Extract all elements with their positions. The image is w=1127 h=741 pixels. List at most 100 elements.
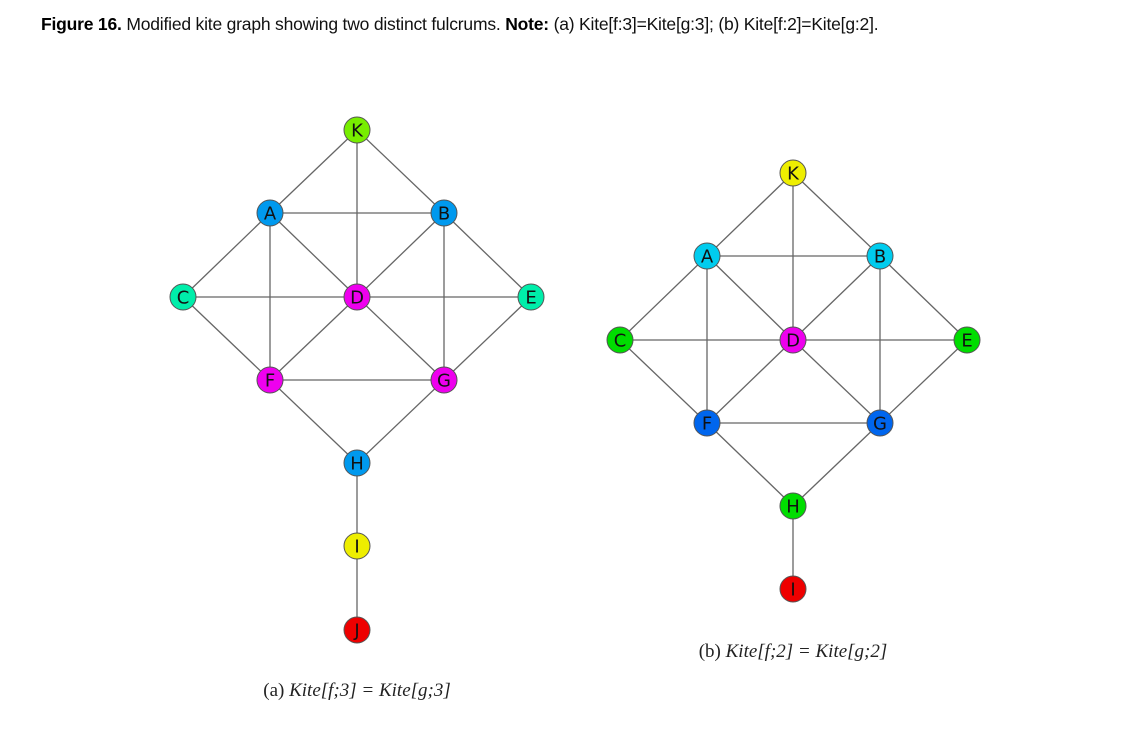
note-text: (a) Kite[f:3]=Kite[g:3]; (b) Kite[f:2]=K…	[548, 14, 879, 34]
node-label: B	[438, 204, 450, 225]
node-E: E	[953, 326, 981, 354]
node-label: A	[701, 247, 714, 268]
figure-caption: Figure 16. Modified kite graph showing t…	[41, 14, 879, 35]
node-G: G	[430, 366, 458, 394]
edge-K-A	[706, 172, 794, 257]
node-label: C	[614, 331, 627, 352]
node-K: K	[343, 116, 371, 144]
edge-D-G	[792, 339, 881, 424]
edge-D-F	[706, 339, 794, 424]
edge-K-B	[792, 172, 881, 257]
node-label: K	[351, 121, 364, 142]
node-A: A	[693, 242, 721, 270]
edge-G-H	[356, 379, 445, 464]
edge-B-D	[792, 255, 881, 341]
node-circle	[953, 326, 981, 354]
node-label: G	[873, 414, 887, 435]
node-circle	[343, 616, 371, 644]
node-label: D	[786, 331, 800, 352]
node-circle	[779, 159, 807, 187]
node-circle	[693, 409, 721, 437]
node-label: D	[350, 288, 364, 309]
node-label: C	[177, 288, 190, 309]
edge-A-C	[619, 255, 708, 341]
node-circle	[693, 242, 721, 270]
node-D: D	[779, 326, 807, 354]
node-label: F	[265, 371, 275, 392]
node-label: E	[525, 288, 536, 309]
node-C: C	[606, 326, 634, 354]
node-circle	[343, 283, 371, 311]
edge-C-F	[182, 296, 271, 381]
node-F: F	[256, 366, 284, 394]
node-G: G	[866, 409, 894, 437]
subcaption-b-prefix: (b)	[698, 641, 726, 662]
node-C: C	[169, 283, 197, 311]
node-label: I	[790, 580, 795, 601]
edge-F-H	[706, 422, 794, 507]
node-label: H	[350, 454, 364, 475]
node-H: H	[343, 449, 371, 477]
node-label: A	[264, 204, 277, 225]
subcaption-a-prefix: (a)	[263, 680, 290, 701]
node-circle	[256, 366, 284, 394]
node-label: G	[437, 371, 451, 392]
edge-B-E	[879, 255, 968, 341]
node-circle	[343, 532, 371, 560]
node-I: I	[779, 575, 807, 603]
edge-A-C	[182, 212, 271, 298]
edge-A-D	[706, 255, 794, 341]
node-circle	[779, 575, 807, 603]
node-circle	[430, 199, 458, 227]
node-circle	[256, 199, 284, 227]
node-E: E	[517, 283, 545, 311]
node-B: B	[430, 199, 458, 227]
node-H: H	[779, 492, 807, 520]
node-circle	[866, 409, 894, 437]
node-circle	[606, 326, 634, 354]
node-B: B	[866, 242, 894, 270]
graph-a: K A B C D E F G H I J	[169, 116, 545, 644]
edge-C-F	[619, 339, 708, 424]
node-A: A	[256, 199, 284, 227]
edge-G-H	[792, 422, 881, 507]
node-K: K	[779, 159, 807, 187]
node-circle	[430, 366, 458, 394]
node-J: J	[343, 616, 371, 644]
edge-E-G	[443, 296, 532, 381]
node-circle	[517, 283, 545, 311]
edge-D-G	[356, 296, 445, 381]
node-I: I	[343, 532, 371, 560]
edge-B-E	[443, 212, 532, 298]
edge-F-H	[269, 379, 358, 464]
node-circle	[866, 242, 894, 270]
node-label: J	[353, 621, 359, 642]
subcaption-b-math: Kite[f;2] = Kite[g;2]	[725, 641, 888, 662]
edge-K-A	[269, 129, 358, 214]
edge-K-B	[356, 129, 445, 214]
graph-b: K A B C D E F G H I	[606, 159, 981, 603]
subcaption-a-math: Kite[f;3] = Kite[g;3]	[289, 680, 451, 701]
node-D: D	[343, 283, 371, 311]
node-circle	[169, 283, 197, 311]
edge-D-F	[269, 296, 358, 381]
node-label: K	[787, 164, 800, 185]
node-circle	[343, 116, 371, 144]
node-label: H	[786, 497, 800, 518]
note-label: Note:	[505, 14, 549, 34]
figure-description: Modified kite graph showing two distinct…	[121, 14, 506, 34]
subcaption-a: (a) Kite[f;3] = Kite[g;3]	[263, 680, 451, 702]
edge-B-D	[356, 212, 445, 298]
node-label: F	[702, 414, 712, 435]
edge-E-G	[879, 339, 968, 424]
node-circle	[779, 492, 807, 520]
node-label: E	[961, 331, 972, 352]
figure-label: Figure 16.	[41, 14, 122, 34]
node-F: F	[693, 409, 721, 437]
node-circle	[343, 449, 371, 477]
node-label: B	[874, 247, 886, 268]
edge-A-D	[269, 212, 358, 298]
node-label: I	[354, 537, 359, 558]
node-circle	[779, 326, 807, 354]
